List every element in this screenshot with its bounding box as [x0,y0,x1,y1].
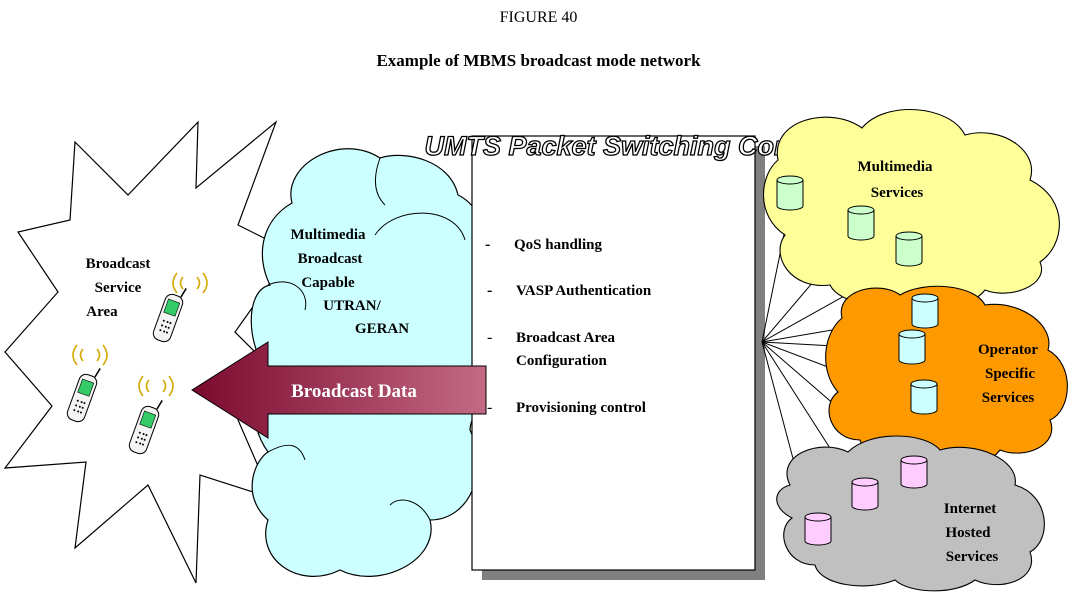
core-item-configuration: Configuration [516,353,608,369]
operator-services-label-line-2: Specific [985,366,1035,382]
multimedia-services-label-line-1: Multimedia [858,159,933,175]
core-item-bullet: - [487,329,492,346]
figure-label: FIGURE 40 [499,9,578,26]
ran-label-line-3: Capable [301,275,355,291]
internet-services-label-line-2: Hosted [946,525,992,541]
ran-cloud: Multimedia Broadcast Capable UTRAN/ GERA… [250,148,494,577]
ran-label-line-4: UTRAN/ [323,298,381,314]
internet-services-label-line-1: Internet [944,501,997,517]
core-item-bullet: - [487,282,492,299]
ran-label-line-5: GERAN [355,321,409,337]
core-box-panel [471,135,756,571]
broadcast-service-area: Broadcast Service Area [3,120,293,584]
database-icon [900,455,928,489]
core-item-bullet: - [487,399,492,416]
database-icon [910,379,938,415]
multimedia-services-label-line-2: Services [871,185,924,201]
core-item-provisioning: Provisioning control [516,400,646,416]
broadcast-area-label-line-3: Area [86,304,118,320]
core-item-broadcast-area: Broadcast Area [516,330,616,346]
database-icon [895,231,923,267]
broadcast-area-label-line-1: Broadcast [86,256,151,272]
broadcast-data-label: Broadcast Data [291,381,417,402]
database-icon [847,205,875,241]
operator-cloud-shape [825,285,1068,467]
core-item-qos: QoS handling [514,237,602,253]
internet-cloud-shape [776,435,1045,592]
operator-services-label-line-3: Services [982,390,1035,406]
database-icon [776,175,804,211]
core-title: UMTS Packet Switching Core [424,131,799,161]
database-icon [851,477,879,511]
core-item-vasp: VASP Authentication [516,283,652,299]
core-item-bullet: - [485,236,490,253]
broadcast-area-label-line-2: Service [95,280,142,296]
database-icon [898,329,926,365]
operator-services-cloud: Operator Specific Services [825,285,1068,467]
database-icon [804,512,832,546]
broadcast-data-arrow: Broadcast Data [191,341,487,439]
internet-services-label-line-3: Services [946,549,999,565]
ran-label-line-1: Multimedia [291,227,366,243]
ran-cloud-shape [250,148,494,577]
operator-services-label-line-1: Operator [978,342,1038,358]
ran-label-line-2: Broadcast [298,251,363,267]
database-icon [911,293,939,329]
figure-title: Example of MBMS broadcast mode network [376,51,701,70]
broadcast-area-starburst [3,120,293,584]
multimedia-services-cloud: Multimedia Services [762,109,1060,307]
core-box: UMTS Packet Switching Core - QoS handlin… [424,130,800,580]
internet-services-cloud: Internet Hosted Services [776,435,1045,592]
multimedia-cloud-shape [762,109,1060,307]
